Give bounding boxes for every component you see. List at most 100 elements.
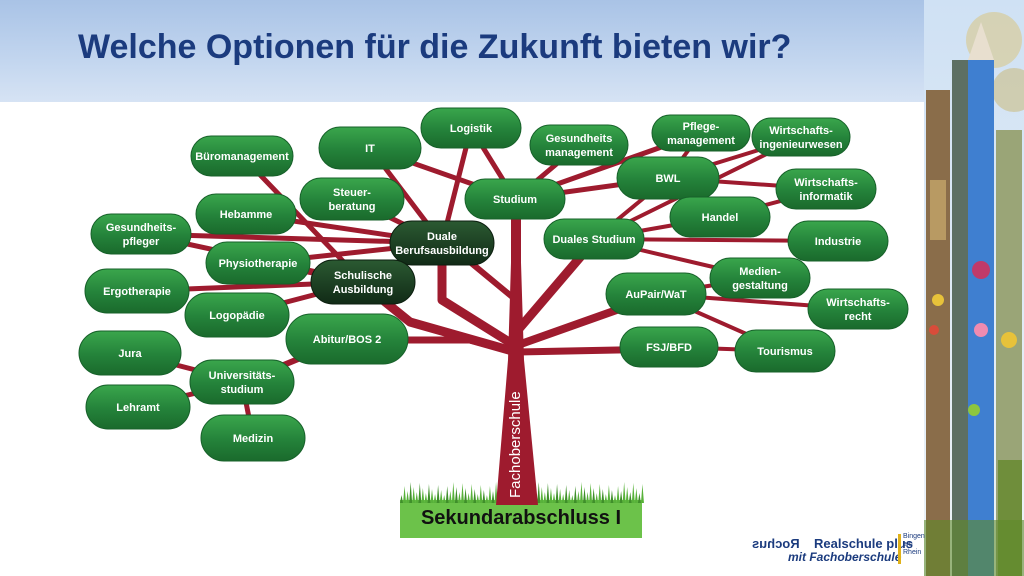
grass-blade	[546, 483, 550, 503]
node-buero: Büromanagement	[190, 135, 294, 177]
node-label: Steuer-	[333, 187, 371, 199]
base-label: Sekundarabschluss I	[420, 507, 622, 529]
node-label: Duales Studium	[552, 234, 635, 246]
node-shape	[84, 268, 190, 314]
grass-blade	[586, 492, 590, 503]
node-shape	[669, 196, 771, 238]
grass-blade	[457, 492, 461, 503]
node-label: FSJ/BFD	[646, 342, 692, 354]
grass-blade	[427, 484, 431, 503]
branch	[467, 259, 519, 303]
node-label: Handel	[702, 212, 739, 224]
node-label: Tourismus	[757, 346, 812, 358]
grass-blade	[595, 493, 599, 503]
grass-blade	[467, 493, 471, 503]
node-label: Gesundheits-	[106, 222, 177, 234]
node-label: Duale	[427, 231, 457, 243]
node-label: Lehramt	[116, 402, 160, 414]
logo-mirrored-word: Rochus	[752, 536, 800, 551]
grass-blade	[567, 490, 571, 503]
node-handel: Handel	[669, 196, 771, 238]
node-lehramt: Lehramt	[85, 384, 191, 430]
node-jura: Jura	[78, 330, 182, 376]
grass-blade	[451, 482, 455, 503]
grass-blade	[461, 483, 464, 503]
node-shape	[751, 117, 851, 157]
grass-blade	[625, 487, 629, 503]
node-label: Jura	[118, 348, 142, 360]
grass-blade	[454, 487, 458, 503]
node-shape	[195, 193, 297, 235]
node-shape	[709, 257, 811, 299]
node-label: Ausbildung	[333, 284, 394, 296]
node-pflegemgmt: Pflege-management	[651, 114, 751, 152]
grass-blade	[616, 486, 620, 503]
logo-divider	[898, 534, 901, 564]
node-shape	[85, 384, 191, 430]
grass-blade	[412, 487, 416, 503]
node-shape	[543, 218, 645, 260]
grass-blade	[476, 494, 480, 503]
node-shape	[78, 330, 182, 376]
grass-base	[400, 482, 644, 538]
node-shape	[616, 156, 720, 200]
grass-blade	[430, 489, 434, 503]
grass-blade	[421, 488, 425, 503]
node-shape	[200, 414, 306, 462]
grass-blade	[415, 492, 419, 503]
node-label: Wirtschafts-	[769, 125, 833, 137]
logo-location: Bingen am Rhein	[903, 533, 925, 556]
grass-blade	[601, 489, 605, 503]
node-label: ingenieurwesen	[759, 139, 842, 151]
node-wiing: Wirtschafts-ingenieurwesen	[751, 117, 851, 157]
title-banner	[0, 0, 924, 102]
grass-blade	[558, 489, 562, 503]
node-label: Büromanagement	[195, 151, 289, 163]
node-it: IT	[318, 126, 422, 170]
tree-trunk	[496, 230, 538, 505]
node-label: beratung	[328, 201, 375, 213]
node-label: AuPair/WaT	[625, 289, 687, 301]
grass-blade	[619, 491, 623, 503]
grass-blade	[403, 486, 407, 503]
grass-blade	[555, 484, 559, 503]
node-shape	[205, 241, 311, 285]
node-shape	[734, 329, 836, 373]
grass-blade	[418, 483, 422, 503]
node-shape	[310, 259, 416, 305]
node-label: management	[667, 135, 735, 147]
node-shape	[787, 220, 889, 262]
grass-blade	[589, 483, 593, 503]
node-label: Universitäts-	[209, 370, 276, 382]
node-label: Ergotherapie	[103, 286, 171, 298]
node-label: Medien-	[739, 266, 781, 278]
node-logistik: Logistik	[420, 107, 522, 149]
grass-blade	[628, 492, 632, 503]
node-steuer: Steuer-beratung	[299, 177, 405, 221]
page-title: Welche Optionen für die Zukunft bieten w…	[78, 28, 792, 66]
node-wiinf: Wirtschafts-informatik	[775, 168, 877, 210]
grass-blade	[439, 490, 443, 503]
grass-blade	[543, 492, 547, 503]
node-shape	[285, 313, 409, 365]
grass-blade	[607, 485, 611, 503]
node-logo: Logopädie	[184, 292, 290, 338]
grass-blade	[424, 493, 428, 503]
node-label: recht	[845, 311, 872, 323]
grass-blade	[442, 495, 446, 503]
node-shape	[619, 326, 719, 368]
grass-strip	[400, 500, 642, 538]
grass-blade	[479, 485, 483, 503]
grass-blade	[473, 489, 477, 503]
node-abitur: Abitur/BOS 2	[285, 313, 409, 365]
node-studium: Studium	[464, 178, 566, 220]
grass-blade	[470, 484, 474, 503]
grass-blade	[598, 484, 602, 503]
grass-blade	[436, 485, 440, 503]
node-label: studium	[221, 384, 264, 396]
node-shape	[529, 124, 629, 166]
grass-blade	[482, 490, 486, 503]
node-label: informatik	[799, 191, 853, 203]
node-dualstudium: Duales Studium	[543, 218, 645, 260]
